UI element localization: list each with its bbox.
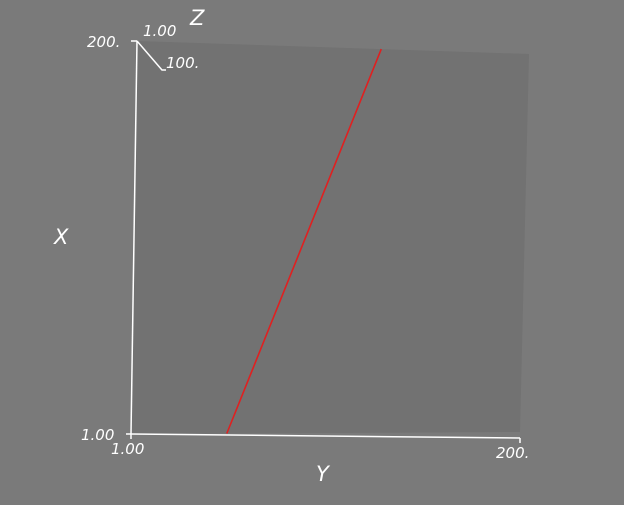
y-min-label: 1.00 xyxy=(111,440,144,458)
z-max-label: 100. xyxy=(166,54,199,72)
y-axis-line xyxy=(130,433,521,439)
z-axis-title: Z xyxy=(189,6,205,30)
x-min-label: 1.00 xyxy=(81,426,114,444)
x-max-label: 200. xyxy=(87,33,120,51)
z-min-label: 1.00 xyxy=(143,22,176,40)
x-axis-title: X xyxy=(53,225,69,249)
red-line[interactable] xyxy=(226,48,383,434)
slice-plane[interactable] xyxy=(131,41,529,434)
x-axis-line xyxy=(130,40,138,435)
y-axis-title: Y xyxy=(316,462,331,486)
y-max-label: 200. xyxy=(496,444,529,462)
z-axis-line xyxy=(136,40,166,71)
